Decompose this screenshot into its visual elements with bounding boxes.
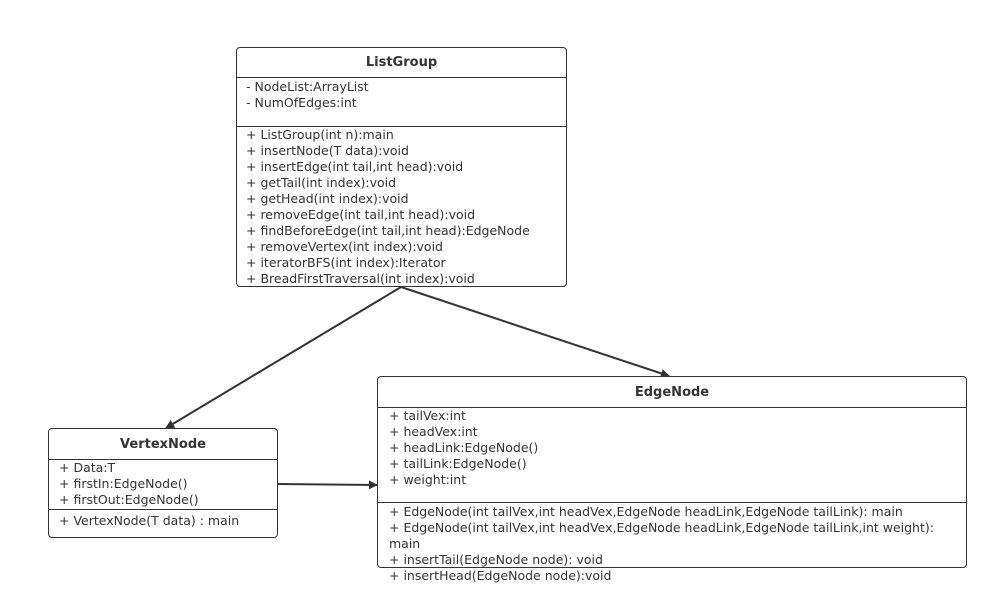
method: + insertTail(EdgeNode node): void	[389, 552, 603, 567]
method: + iteratorBFS(int index):Iterator	[246, 255, 446, 270]
method: + VertexNode(T data) : main	[59, 513, 240, 528]
method: + EdgeNode(int tailVex,int headVex,EdgeN…	[389, 520, 934, 551]
attribute: + Data:T	[59, 460, 116, 475]
method: + BreadFirstTraversal(int index):void	[246, 271, 475, 286]
method: + removeVertex(int index):void	[246, 239, 443, 254]
class-vertexnode-name: VertexNode	[49, 429, 277, 460]
attribute: - NumOfEdges:int	[246, 95, 357, 110]
class-vertexnode-methods: + VertexNode(T data) : main	[49, 510, 277, 529]
class-edgenode[interactable]: EdgeNode + tailVex:int + headVex:int + h…	[377, 376, 967, 583]
method: + findBeforeEdge(int tail,int head):Edge…	[246, 223, 530, 238]
attribute: + headVex:int	[389, 424, 478, 439]
method: + getHead(int index):void	[246, 191, 409, 206]
association-listgroup-to-vertexnode	[165, 286, 402, 429]
method: + EdgeNode(int tailVex,int headVex,EdgeN…	[389, 504, 903, 519]
class-vertexnode-attributes: + Data:T + firstIn:EdgeNode() + firstOut…	[49, 460, 277, 510]
attribute: + firstIn:EdgeNode()	[59, 476, 188, 491]
method: + removeEdge(int tail,int head):void	[246, 207, 476, 222]
attribute: + headLink:EdgeNode()	[389, 440, 539, 455]
attribute: + tailLink:EdgeNode()	[389, 456, 527, 471]
association-listgroup-to-edgenode	[400, 286, 670, 378]
method: + insertNode(T data):void	[246, 143, 409, 158]
class-listgroup-methods: + ListGroup(int n):main + insertNode(T d…	[237, 127, 566, 287]
method: + insertEdge(int tail,int head):void	[246, 159, 464, 174]
attribute: - NodeList:ArrayList	[246, 79, 369, 94]
class-listgroup-attributes: - NodeList:ArrayList - NumOfEdges:int	[237, 78, 566, 127]
class-listgroup[interactable]: ListGroup - NodeList:ArrayList - NumOfEd…	[236, 47, 567, 287]
method: + getTail(int index):void	[246, 175, 397, 190]
attribute: + firstOut:EdgeNode()	[59, 492, 199, 507]
association-vertexnode-to-edgenode	[277, 480, 378, 490]
class-edgenode-attributes: + tailVex:int + headVex:int + headLink:E…	[378, 408, 966, 503]
class-vertexnode[interactable]: VertexNode + Data:T + firstIn:EdgeNode()…	[48, 428, 278, 538]
method: + ListGroup(int n):main	[246, 127, 394, 142]
class-edgenode-name: EdgeNode	[378, 377, 966, 408]
attribute: + weight:int	[389, 472, 467, 487]
attribute: + tailVex:int	[389, 408, 466, 423]
class-listgroup-name: ListGroup	[237, 48, 566, 78]
method: + insertHead(EdgeNode node):void	[389, 568, 612, 583]
class-edgenode-methods: + EdgeNode(int tailVex,int headVex,EdgeN…	[378, 503, 966, 584]
